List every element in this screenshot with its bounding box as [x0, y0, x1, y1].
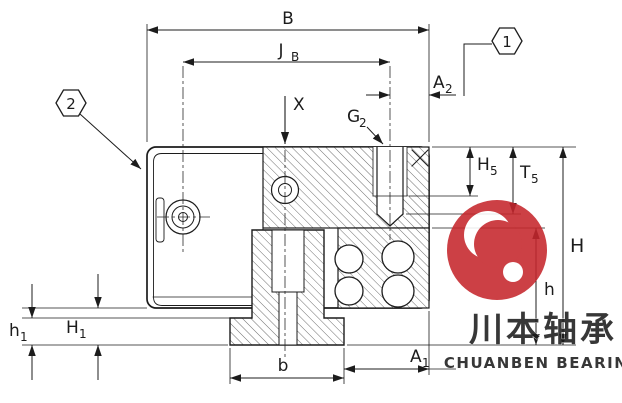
callout-2: 2 — [55, 89, 142, 170]
dimension-H: H — [559, 147, 584, 345]
dim-label-A1: A — [410, 347, 422, 367]
dim-label-X: X — [293, 95, 305, 115]
brand-logo — [447, 200, 547, 300]
ball-bearings — [334, 240, 415, 308]
dim-label-B: B — [282, 9, 294, 29]
dimension-X: X — [280, 95, 305, 144]
dim-label-G2: G — [347, 107, 360, 127]
dim-label-H1: H — [66, 318, 79, 338]
dimension-H1: H 1 — [66, 274, 102, 380]
dim-label-h1: h — [9, 321, 20, 341]
callout-1-number: 1 — [502, 33, 512, 51]
callout-1: 1 — [463, 27, 523, 96]
dim-label-T5: T — [519, 163, 531, 183]
dim-label-b: b — [278, 356, 289, 376]
brand-name-en: CHUANBEN BEARING — [444, 354, 622, 372]
dimension-G2: G 2 — [347, 107, 384, 145]
brand-name-cn: 川本轴承 — [469, 310, 617, 350]
dim-label-A2: A — [433, 73, 445, 93]
carriage-block — [146, 146, 430, 346]
rail-bolt-hole — [278, 291, 298, 346]
dim-label-A2-sub: 2 — [445, 82, 453, 96]
watermark: 川本轴承 CHUANBEN BEARING — [444, 200, 622, 372]
dim-label-JB: J — [277, 41, 283, 61]
dimension-H5: H 5 — [466, 147, 498, 196]
dim-label-H5-sub: 5 — [490, 164, 498, 178]
ball — [334, 244, 364, 274]
dimensions: B J B A 2 X G 2 — [9, 9, 584, 384]
dim-label-G2-sub: 2 — [359, 116, 367, 130]
ball — [381, 240, 415, 274]
dim-label-A1-sub: 1 — [422, 356, 430, 370]
dimension-T5: T 5 — [509, 147, 539, 214]
dim-label-h: h — [544, 280, 555, 300]
dimension-JB: J B — [183, 41, 390, 66]
callout-2-number: 2 — [66, 95, 76, 113]
dim-label-H5: H — [477, 155, 490, 175]
end-seal-slot — [155, 197, 165, 243]
hexagon-balloon — [55, 89, 87, 117]
dimension-A1: A 1 — [344, 347, 456, 373]
center-bolt — [270, 175, 300, 205]
rail-bolt-counterbore — [271, 229, 305, 293]
hexagon-balloon — [491, 27, 523, 55]
dim-label-H: H — [570, 235, 584, 257]
dimension-b: b — [230, 356, 344, 382]
dimension-B: B — [146, 9, 430, 142]
dim-label-h1-sub: 1 — [20, 330, 28, 344]
dim-label-H1-sub: 1 — [79, 327, 87, 341]
dim-label-T5-sub: 5 — [531, 172, 539, 186]
ball — [334, 276, 364, 306]
rail-cross-section — [229, 229, 345, 346]
ball — [381, 274, 415, 308]
dimension-A2: A 2 — [366, 73, 456, 99]
dim-label-JB-sub: B — [291, 50, 299, 64]
dimension-h1: h 1 — [9, 284, 36, 380]
chamfer-mark — [411, 149, 429, 167]
